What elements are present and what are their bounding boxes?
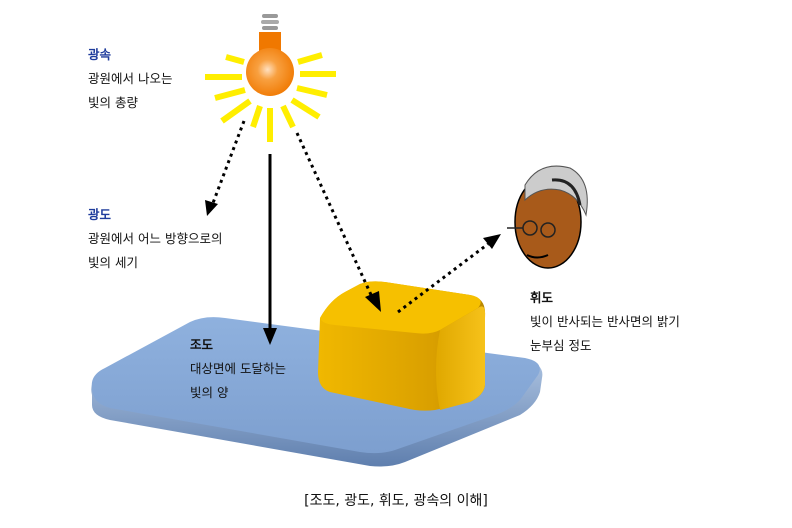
illuminance-arrow xyxy=(263,154,277,345)
luminance-line: 빛이 반사되는 반사면의 밝기 xyxy=(530,314,680,329)
figure-caption: [조도, 광도, 휘도, 광속의 이해] xyxy=(304,493,488,509)
luminous-flux-line: 빛의 총량 xyxy=(88,95,138,110)
reflected-light-arrow xyxy=(397,234,501,314)
luminous-flux-title: 광속 xyxy=(88,47,112,62)
illuminance-line: 빛의 양 xyxy=(190,385,229,400)
illuminance-title: 조도 xyxy=(190,337,214,352)
illuminance-line: 대상면에 도달하는 xyxy=(190,361,286,376)
light-bulb-icon xyxy=(205,14,336,142)
incident-light-arrow xyxy=(295,132,381,312)
luminous-intensity-title: 광도 xyxy=(88,207,112,222)
luminous-flux-line: 광원에서 나오는 xyxy=(88,71,173,86)
luminous-intensity-line: 빛의 세기 xyxy=(88,255,138,270)
luminance-title: 휘도 xyxy=(530,290,554,305)
luminous-intensity-line: 광원에서 어느 방향으로의 xyxy=(88,231,223,246)
illuminance-label: 조도 대상면에 도달하는 빛의 양 xyxy=(190,333,286,405)
observer-face-icon xyxy=(507,165,588,269)
luminance-label: 휘도 빛이 반사되는 반사면의 밝기 눈부심 정도 xyxy=(530,286,680,358)
luminance-line: 눈부심 정도 xyxy=(530,338,592,353)
luminous-flux-label: 광속 광원에서 나오는 빛의 총량 xyxy=(88,43,172,115)
luminous-intensity-label: 광도 광원에서 어느 방향으로의 빛의 세기 xyxy=(88,203,222,275)
intensity-arrow xyxy=(205,120,246,216)
reflective-cube xyxy=(318,281,486,411)
